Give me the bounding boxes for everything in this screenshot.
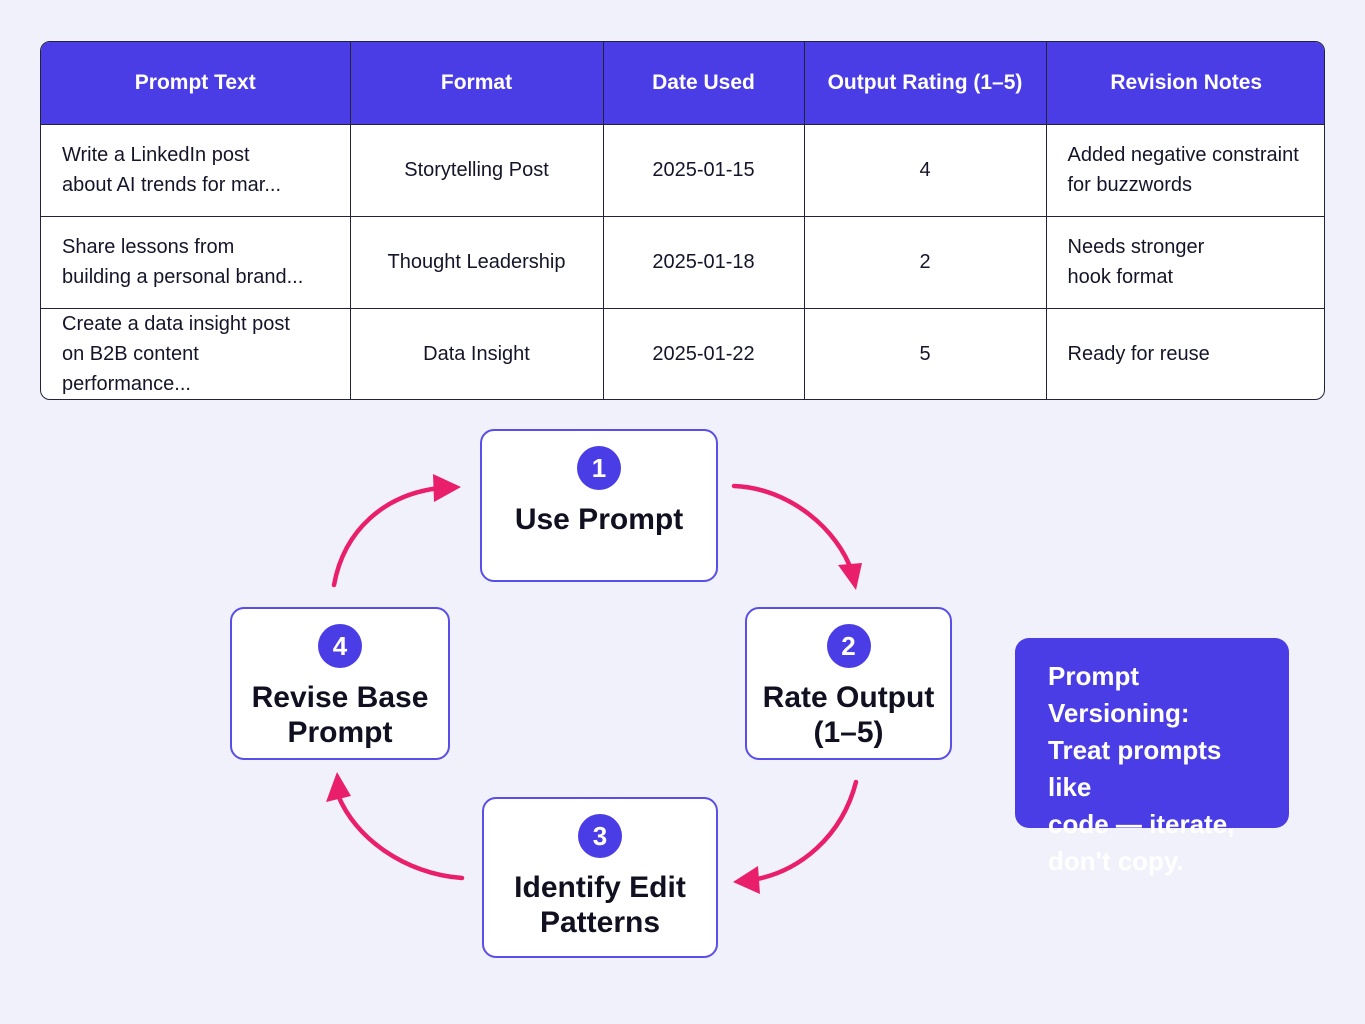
cell-revision-notes: Added negative constraint for buzzwords <box>1046 124 1324 217</box>
table-row: Share lessons from building a personal b… <box>41 216 1324 309</box>
step-number-badge: 1 <box>577 446 621 490</box>
cell-revision-notes: Ready for reuse <box>1046 308 1324 399</box>
cell-date: 2025-01-15 <box>603 124 805 217</box>
prompt-log-table: Prompt Text Format Date Used Output Rati… <box>40 41 1325 400</box>
prompt-text-line: Create a data insight post <box>62 313 290 336</box>
arrow-4-to-1 <box>331 485 443 588</box>
arrowhead-2-to-3 <box>733 866 760 894</box>
callout-line: Treat prompts like <box>1048 735 1222 802</box>
arrow-2-to-3 <box>749 779 859 883</box>
step-rate-output: 2 Rate Output (1–5) <box>745 607 952 760</box>
cell-rating: 2 <box>804 216 1047 309</box>
cell-revision-notes: Needs stronger hook format <box>1046 216 1324 309</box>
step-label: Rate Output (1–5) <box>762 681 935 749</box>
cell-prompt-text: Share lessons from building a personal b… <box>41 216 351 309</box>
header-date-used: Date Used <box>603 42 805 125</box>
step-number-badge: 2 <box>826 624 871 668</box>
notes-line: Needs stronger <box>1067 236 1205 258</box>
notes-line: Added negative constraint <box>1067 144 1299 166</box>
step-label: Revise Base Prompt <box>251 681 429 749</box>
step-number-badge: 4 <box>318 624 362 668</box>
table-header-row: Prompt Text Format Date Used Output Rati… <box>41 42 1324 125</box>
cell-date: 2025-01-18 <box>603 216 805 309</box>
step-identify-edit-patterns: 3 Identify Edit Patterns <box>482 797 718 958</box>
notes-line: hook format <box>1067 266 1174 288</box>
step-label: Use Prompt <box>514 503 684 536</box>
arrowhead-1-to-2 <box>838 563 862 590</box>
cell-prompt-text: Create a data insight post on B2B conten… <box>41 308 351 399</box>
cell-prompt-text: Write a LinkedIn post about AI trends fo… <box>41 124 351 217</box>
notes-line: for buzzwords <box>1067 174 1193 196</box>
table-row: Create a data insight post on B2B conten… <box>41 308 1324 399</box>
arrow-1-to-2 <box>731 483 855 575</box>
prompt-versioning-callout: Prompt Versioning: Treat prompts like co… <box>1015 638 1289 876</box>
step-use-prompt: 1 Use Prompt <box>480 429 718 582</box>
step-revise-base-prompt: 4 Revise Base Prompt <box>230 607 450 760</box>
prompt-text-line: Share lessons from <box>62 236 235 258</box>
arrow-3-to-4 <box>335 792 465 881</box>
step-number-badge: 3 <box>578 814 622 858</box>
table-row: Write a LinkedIn post about AI trends fo… <box>41 124 1324 217</box>
header-revision-notes: Revision Notes <box>1046 42 1324 125</box>
notes-line: Ready for reuse <box>1067 343 1210 366</box>
arrowhead-3-to-4 <box>326 772 351 802</box>
cell-format: Thought Leadership <box>350 216 604 309</box>
callout-line: don't copy. <box>1048 846 1184 876</box>
arrowhead-4-to-1 <box>433 474 461 502</box>
cell-rating: 4 <box>804 124 1047 217</box>
cell-format: Data Insight <box>350 308 604 399</box>
step-label: Identify Edit Patterns <box>514 871 686 939</box>
cell-format: Storytelling Post <box>350 124 604 217</box>
prompt-text-line: Write a LinkedIn post <box>62 144 250 166</box>
prompt-text-line: about AI trends for mar... <box>62 174 282 196</box>
cell-rating: 5 <box>804 308 1047 399</box>
prompt-text-line: building a personal brand... <box>62 266 304 288</box>
header-output-rating: Output Rating (1–5) <box>804 42 1047 125</box>
prompt-text-line: on B2B content performance... <box>62 343 199 396</box>
callout-line: Prompt Versioning: <box>1048 661 1190 728</box>
header-prompt-text: Prompt Text <box>41 42 351 125</box>
cell-date: 2025-01-22 <box>603 308 805 399</box>
header-format: Format <box>350 42 604 125</box>
callout-line: code — iterate, <box>1048 809 1235 839</box>
